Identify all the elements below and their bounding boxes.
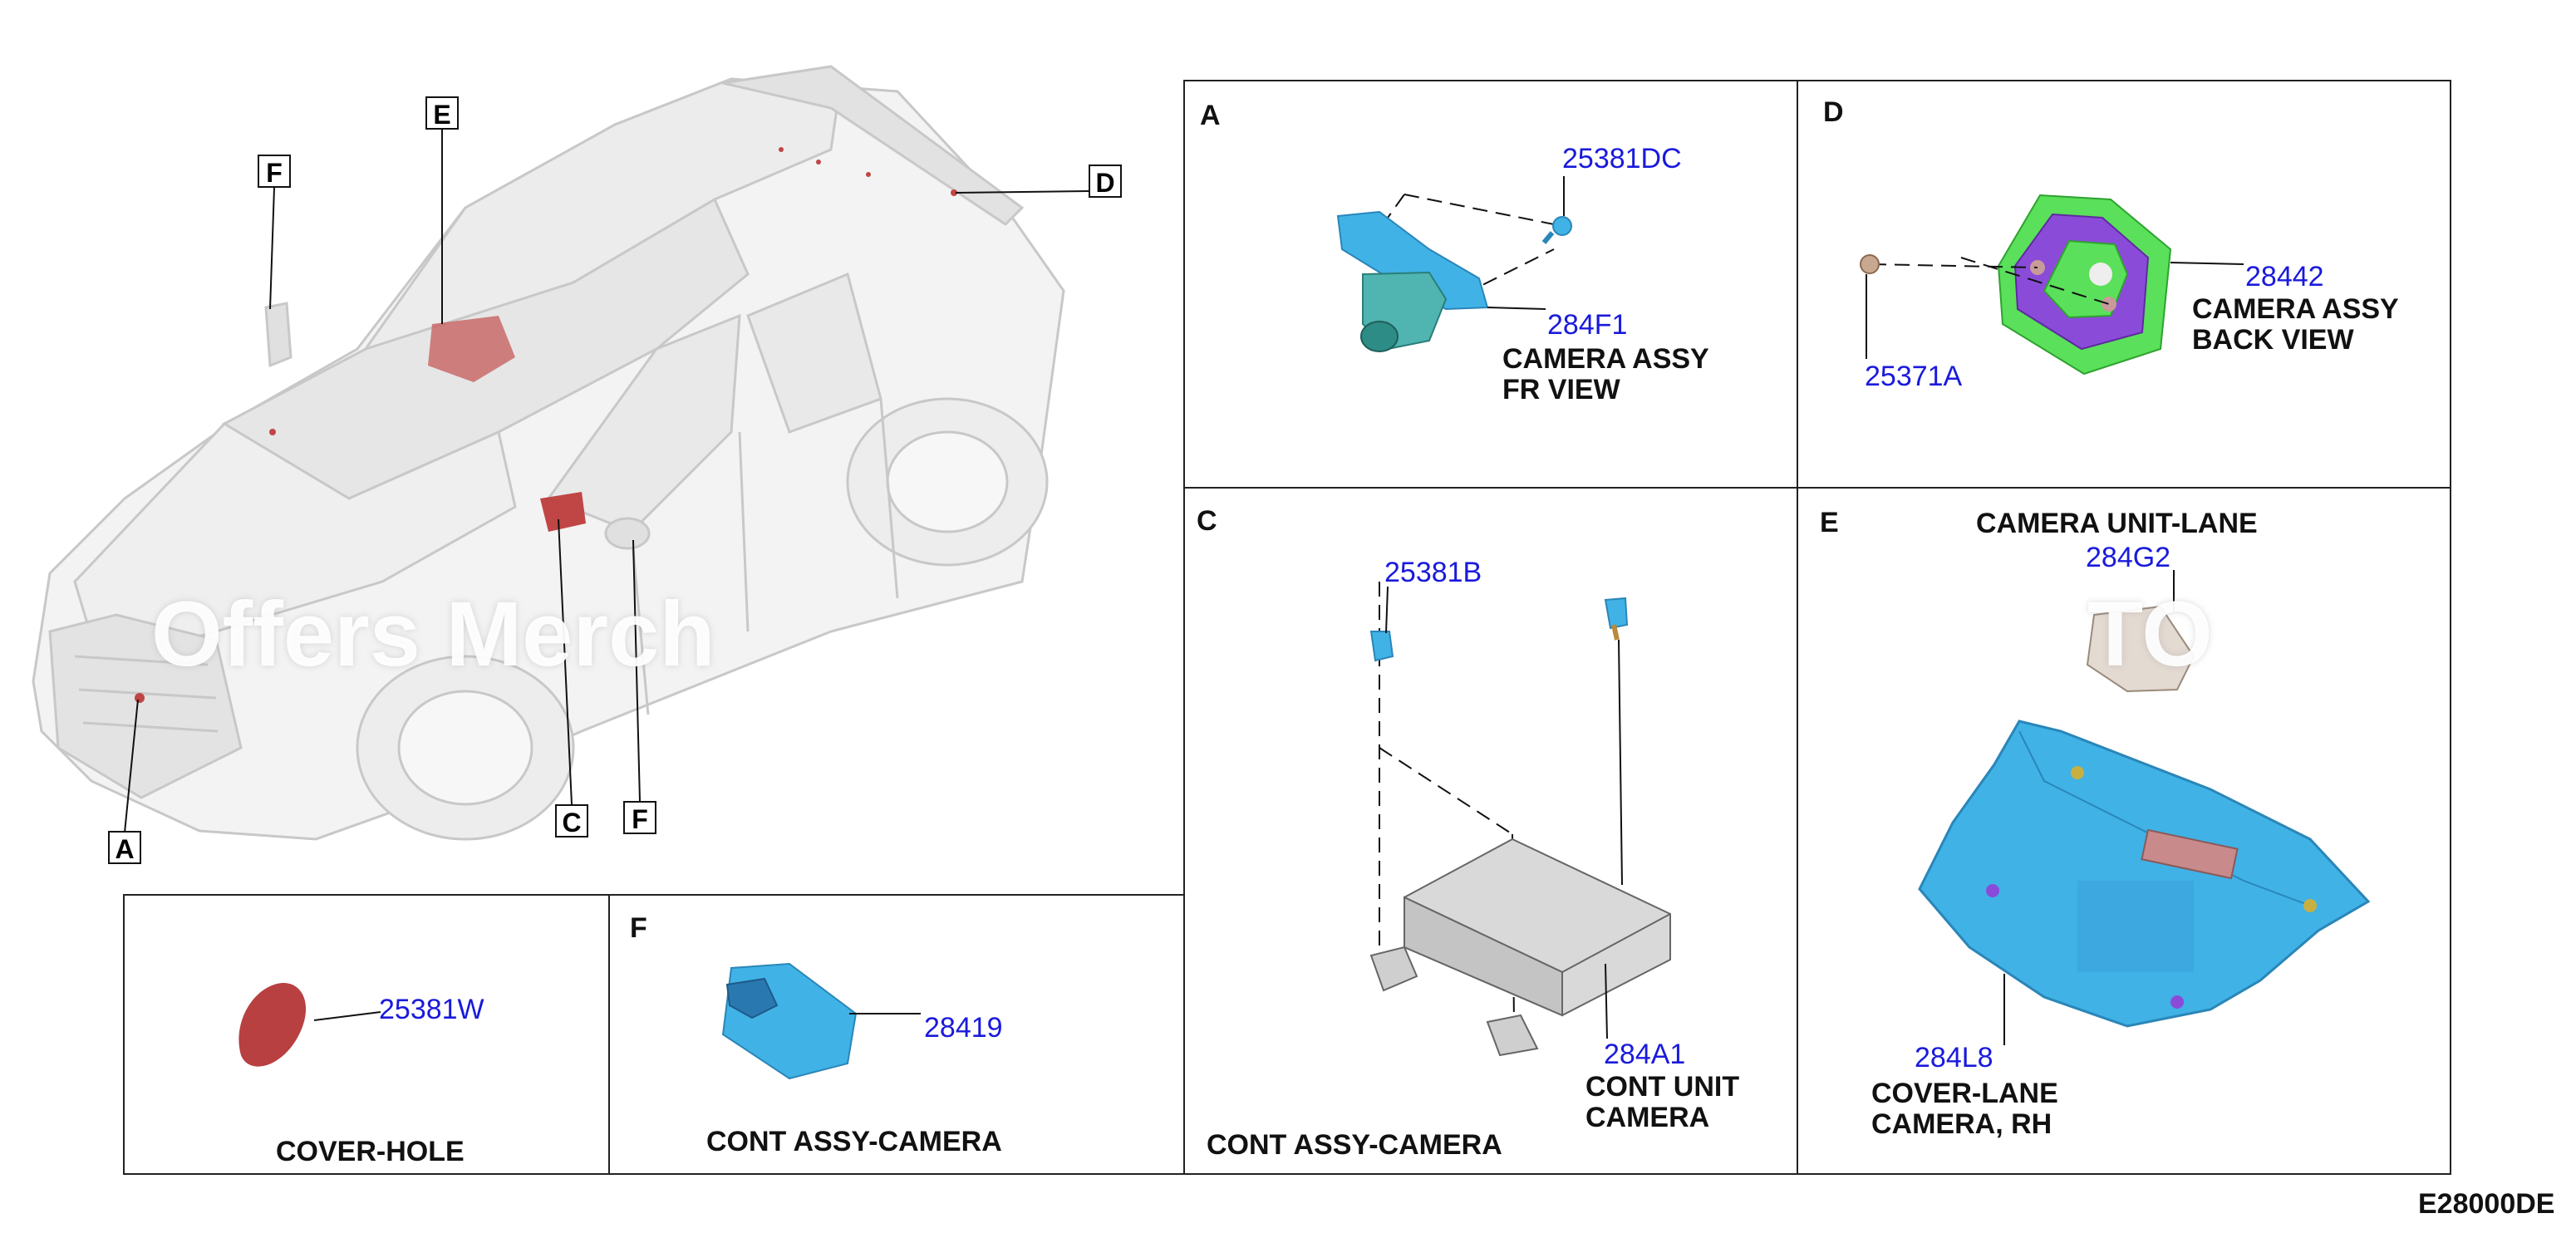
part-number-28442: 28442 <box>2245 261 2324 292</box>
part-number-284g2: 284G2 <box>2086 542 2171 573</box>
panel-d-letter: D <box>1823 96 1844 128</box>
watermark-text: Offers Merch <box>151 583 715 685</box>
diagram-code: E28000DE <box>2418 1188 2555 1220</box>
bottom-left-footer: COVER-HOLE <box>276 1136 465 1167</box>
part-number-284f1: 284F1 <box>1547 309 1628 341</box>
bottom-left-artwork <box>238 983 381 1067</box>
part-number-25381w: 25381W <box>379 994 484 1025</box>
part-desc-284f1: CAMERA ASSY FR VIEW <box>1502 343 1709 405</box>
panel-f-footer: CONT ASSY-CAMERA <box>706 1126 1002 1157</box>
part-desc-284a1: CONT UNIT CAMERA <box>1585 1071 1740 1133</box>
right-panels-frame <box>1183 80 2451 1175</box>
part-number-25381dc: 25381DC <box>1562 143 1682 174</box>
watermark-text-right: TO <box>2087 583 2213 685</box>
panel-e-artwork <box>1918 570 2371 1045</box>
bottom-panels-frame <box>123 894 1185 1175</box>
vehicle-highlight-c <box>540 492 586 532</box>
part-desc-28442: CAMERA ASSY BACK VIEW <box>2192 293 2399 356</box>
panel-f-artwork <box>721 962 921 1080</box>
callout-d: D <box>1089 165 1122 198</box>
panel-e-letter: E <box>1820 507 1839 538</box>
callout-f-upper: F <box>258 155 291 188</box>
part-desc-284l8: COVER-LANE CAMERA, RH <box>1871 1078 2058 1140</box>
panel-c-footer: CONT ASSY-CAMERA <box>1207 1129 1502 1161</box>
panel-d-artwork <box>1860 194 2244 376</box>
part-number-284a1: 284A1 <box>1604 1039 1686 1070</box>
right-panels-divider-vertical <box>1797 80 1798 1175</box>
panel-f-letter: F <box>630 912 647 944</box>
vehicle-leader-lines <box>124 130 1089 833</box>
panel-c-letter: C <box>1197 505 1217 537</box>
panel-a-letter: A <box>1200 100 1221 131</box>
callout-e: E <box>425 96 459 130</box>
panel-e-heading: CAMERA UNIT-LANE <box>1976 508 2258 539</box>
part-number-25371a: 25371A <box>1865 361 1963 392</box>
panel-a-artwork <box>1336 176 1572 352</box>
callout-c: C <box>555 804 588 838</box>
panel-c-artwork <box>1369 582 1671 1057</box>
vehicle-highlight-a <box>135 693 145 703</box>
part-number-28419: 28419 <box>924 1012 1003 1044</box>
bottom-panels-divider <box>608 894 610 1175</box>
callout-a: A <box>108 831 141 864</box>
vehicle-highlight-e <box>428 316 515 382</box>
part-number-25381b: 25381B <box>1384 557 1482 588</box>
right-panels-divider-horizontal <box>1183 487 2451 489</box>
callout-f-lower: F <box>623 801 656 834</box>
part-number-284l8: 284L8 <box>1915 1042 1993 1073</box>
vehicle-illustration <box>32 65 1065 841</box>
